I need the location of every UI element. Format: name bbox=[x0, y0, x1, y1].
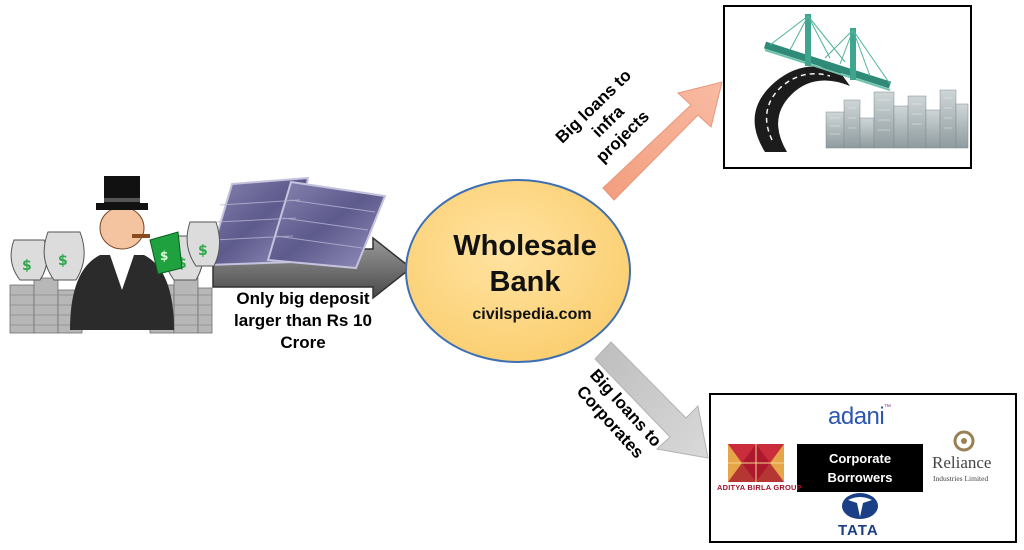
deposit-label-line-3: Crore bbox=[280, 333, 326, 352]
cash-bundles-icon bbox=[206, 176, 387, 270]
corporate-loans-arrow bbox=[594, 341, 709, 459]
rich-man-money-bags-icon: $ $ $ $ $ bbox=[9, 176, 220, 334]
svg-text:$: $ bbox=[58, 253, 68, 269]
corporate-badge-line-2: Borrowers bbox=[827, 470, 893, 485]
svg-text:$: $ bbox=[22, 258, 32, 274]
bank-website: civilspedia.com bbox=[472, 306, 592, 323]
reliance-logo-text: Reliance bbox=[932, 453, 992, 472]
deposit-label-line-2: larger than Rs 10 bbox=[234, 311, 372, 330]
deposit-label-line-1: Only big deposit bbox=[236, 289, 370, 308]
bank-title-line-1: Wholesale bbox=[453, 230, 597, 262]
corporate-badge-line-1: Corporate bbox=[828, 451, 892, 466]
bank-title-line-2: Bank bbox=[489, 266, 561, 298]
corporate-borrowers-badge: Corporate Borrowers bbox=[797, 444, 923, 492]
adani-logo-text: adani bbox=[828, 403, 885, 430]
reliance-subtitle: Industries Limited bbox=[933, 474, 989, 483]
tata-logo-text: TATA bbox=[838, 522, 879, 539]
reliance-logo-icon bbox=[953, 430, 975, 452]
svg-text:$: $ bbox=[160, 249, 168, 263]
infra-loans-arrow bbox=[602, 81, 723, 201]
tata-logo-icon bbox=[842, 493, 878, 519]
svg-text:$: $ bbox=[198, 243, 208, 259]
bank-title: Wholesale Bank bbox=[440, 228, 610, 300]
deposit-label: Only big deposit larger than Rs 10 Crore bbox=[218, 288, 388, 354]
wholesale-bank-ellipse bbox=[405, 179, 631, 363]
aditya-birla-logo-icon bbox=[728, 444, 784, 482]
aditya-birla-logo-text: ADITYA BIRLA GROUP bbox=[717, 483, 802, 492]
bridge-road-city-icon bbox=[754, 14, 969, 152]
adani-trademark: ™ bbox=[884, 404, 891, 411]
